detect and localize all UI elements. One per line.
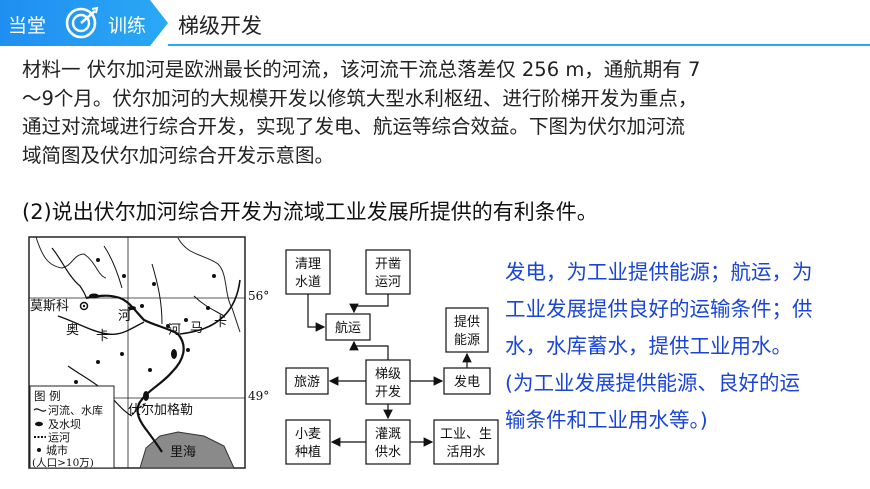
box-dredge-line2: 水道 [295, 275, 321, 290]
answer-line: 发电，为工业提供能源；航运，为 [505, 260, 813, 284]
volga-basin-map: 莫斯科 奥 卡 河 河 马 卡 伏尔加格勒 里海 56° 49° 图 例 河流、… [28, 236, 269, 469]
flow-arrows [307, 294, 472, 447]
cascade-development-diagram: 清理 水道 开凿 运河 航运 提供 能源 旅游 梯级 开发 发电 小麦 种植 灌… [285, 249, 499, 465]
material-line: 材料一 伏尔加河是欧洲最长的河流，该河流干流总落差仅 256 m，通航期有 7 [22, 58, 701, 81]
oka-label-2: 卡 [96, 329, 109, 344]
box-canal-line2: 运河 [375, 275, 401, 290]
box-wheat-line1: 小麦 [295, 427, 321, 442]
target-swirl-icon [65, 6, 99, 39]
box-cascade-line1: 梯级 [375, 367, 401, 382]
material-line: ～9个月。伏尔加河的大规模开发以修筑大型水利枢纽、进行阶梯开发为重点， [22, 86, 698, 110]
badge-right-text: 训练 [108, 15, 147, 37]
legend-title: 图 例 [34, 389, 61, 403]
canal [131, 403, 145, 415]
box-water-use-line1: 工业、生 [440, 427, 492, 442]
box-tourism [285, 367, 329, 395]
lat-56-label: 56° [248, 289, 269, 303]
material-line: 通过对流域进行综合开发，实现了发电、航运等综合效益。下图为伏尔加河流 [22, 115, 686, 138]
legend-river-symbol [33, 408, 47, 412]
answer-line: 工业发展提供良好的运输条件；供 [505, 297, 813, 321]
box-wheat [285, 419, 331, 465]
reservoir [171, 349, 177, 359]
oka-river-label: 河 [118, 309, 131, 324]
basin-outline [35, 236, 107, 279]
tributary [151, 263, 163, 325]
kama-label-1: 河 [168, 323, 181, 338]
legend-city: 城市 [46, 443, 68, 457]
box-energy [445, 307, 489, 353]
city-dots [74, 258, 216, 414]
reservoir [89, 293, 99, 299]
section-badge: 当堂 训练 [0, 0, 168, 46]
answer-line: (为工业发展提供能源、良好的运 [505, 371, 800, 395]
box-energy-line2: 能源 [454, 333, 480, 348]
badge-left-text: 当堂 [8, 15, 47, 37]
material-line: 域简图及伏尔加河综合开发示意图。 [22, 143, 335, 167]
page-title: 梯级开发 [178, 14, 262, 38]
moscow-label: 莫斯科 [30, 299, 69, 314]
box-irrigation-line2: 供水 [375, 445, 401, 460]
material-paragraph: 材料一 伏尔加河是欧洲最长的河流，该河流干流总落差仅 256 m，通航期有 7 … [22, 56, 852, 170]
box-tourism-text: 旅游 [294, 375, 320, 390]
box-power-text: 发电 [454, 374, 480, 390]
box-power [443, 367, 491, 395]
legend-box [29, 385, 115, 469]
caspian-label: 里海 [170, 445, 196, 460]
box-irrigation-line1: 灌溉 [375, 427, 401, 442]
legend-dam: 及水坝 [48, 417, 81, 431]
question-text: (2)说出伏尔加河综合开发为流域工业发展所提供的有利条件。 [22, 200, 598, 224]
legend-canal: 运河 [48, 431, 70, 444]
box-energy-line1: 提供 [454, 314, 480, 330]
box-shipping [325, 313, 371, 341]
kama-label-3: 卡 [214, 315, 227, 330]
box-canal [365, 249, 411, 295]
lat-49-label: 49° [248, 389, 269, 403]
moscow-marker-center [82, 304, 86, 308]
reservoir [143, 391, 149, 401]
box-cascade-line2: 开发 [375, 384, 401, 400]
box-shipping-text: 航运 [335, 320, 361, 336]
volgograd-label: 伏尔加格勒 [128, 402, 193, 418]
answer-line: 水，水库蓄水，提供工业用水。 [505, 334, 792, 358]
box-dredge-line1: 清理 [295, 257, 321, 272]
box-wheat-line2: 种植 [295, 445, 321, 460]
oka-label-1: 奥 [66, 323, 79, 338]
box-water-use [433, 419, 499, 465]
basin-outline [177, 237, 241, 333]
legend-reservoir-symbol [35, 421, 43, 427]
header-divider [168, 44, 870, 46]
box-canal-line1: 开凿 [375, 257, 401, 272]
legend-city-symbol [37, 448, 41, 452]
header: 当堂 训练 梯级开发 [0, 0, 870, 50]
answer-line: 输条件和工业用水等。) [505, 408, 708, 432]
legend-city-note: (人口>10万) [32, 457, 94, 469]
volga-river [85, 294, 185, 453]
tributary [103, 245, 123, 289]
legend-river: 河流、水库 [48, 403, 103, 417]
reservoir [128, 306, 136, 310]
box-dredge [285, 249, 331, 295]
box-water-use-line2: 活用水 [446, 445, 485, 460]
caspian-sea [139, 431, 235, 469]
box-cascade [365, 359, 411, 405]
kama-label-2: 马 [190, 321, 203, 336]
tributary [51, 247, 87, 299]
answer-text: 发电，为工业提供能源；航运，为 工业发展提供良好的运输条件；供 水，水库蓄水，提… [505, 254, 855, 439]
oka-river [57, 315, 145, 336]
